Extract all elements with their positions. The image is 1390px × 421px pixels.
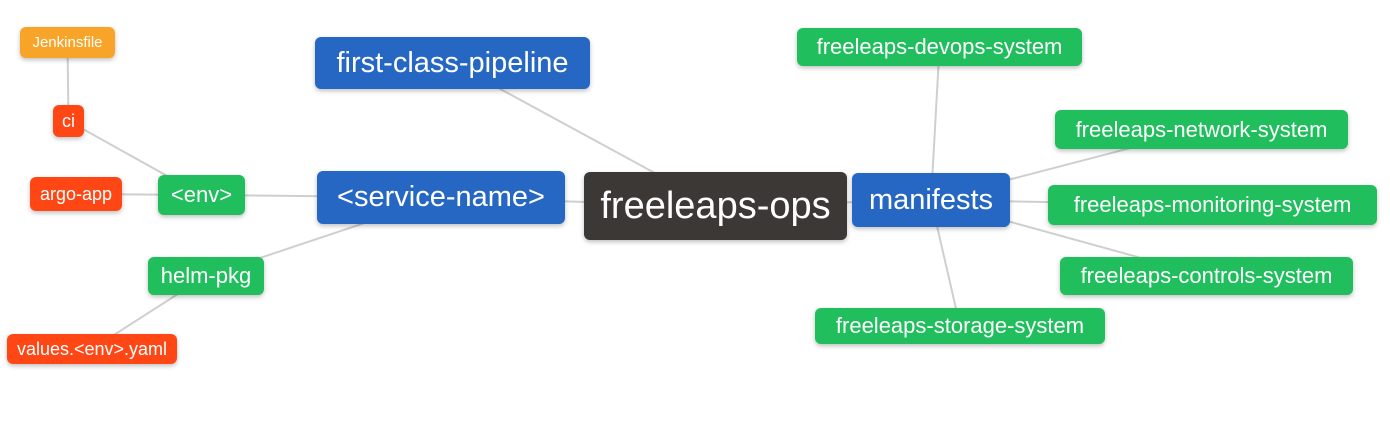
mindmap-node-freeleaps-devops-system[interactable]: freeleaps-devops-system [797,28,1082,66]
mindmap-node-freeleaps-ops[interactable]: freeleaps-ops [584,172,847,240]
mindmap-node-freeleaps-monitoring-system[interactable]: freeleaps-monitoring-system [1048,185,1377,225]
mindmap-node-values-env-yaml[interactable]: values.<env>.yaml [7,334,177,364]
mindmap-node-freeleaps-network-system[interactable]: freeleaps-network-system [1055,110,1348,149]
mindmap-node-freeleaps-storage-system[interactable]: freeleaps-storage-system [815,308,1105,344]
mindmap-node-freeleaps-controls-system[interactable]: freeleaps-controls-system [1060,257,1353,295]
mindmap-node-argo-app[interactable]: argo-app [30,177,122,211]
mindmap-node-manifests[interactable]: manifests [852,173,1010,227]
mindmap-node-jenkinsfile[interactable]: Jenkinsfile [20,27,115,58]
mindmap-node-helm-pkg[interactable]: helm-pkg [148,257,264,295]
mindmap-node-service-name[interactable]: <service-name> [317,171,565,224]
mindmap-node-ci[interactable]: ci [53,105,84,137]
mindmap-node-env[interactable]: <env> [158,175,245,215]
mindmap-node-first-class-pipeline[interactable]: first-class-pipeline [315,37,590,89]
